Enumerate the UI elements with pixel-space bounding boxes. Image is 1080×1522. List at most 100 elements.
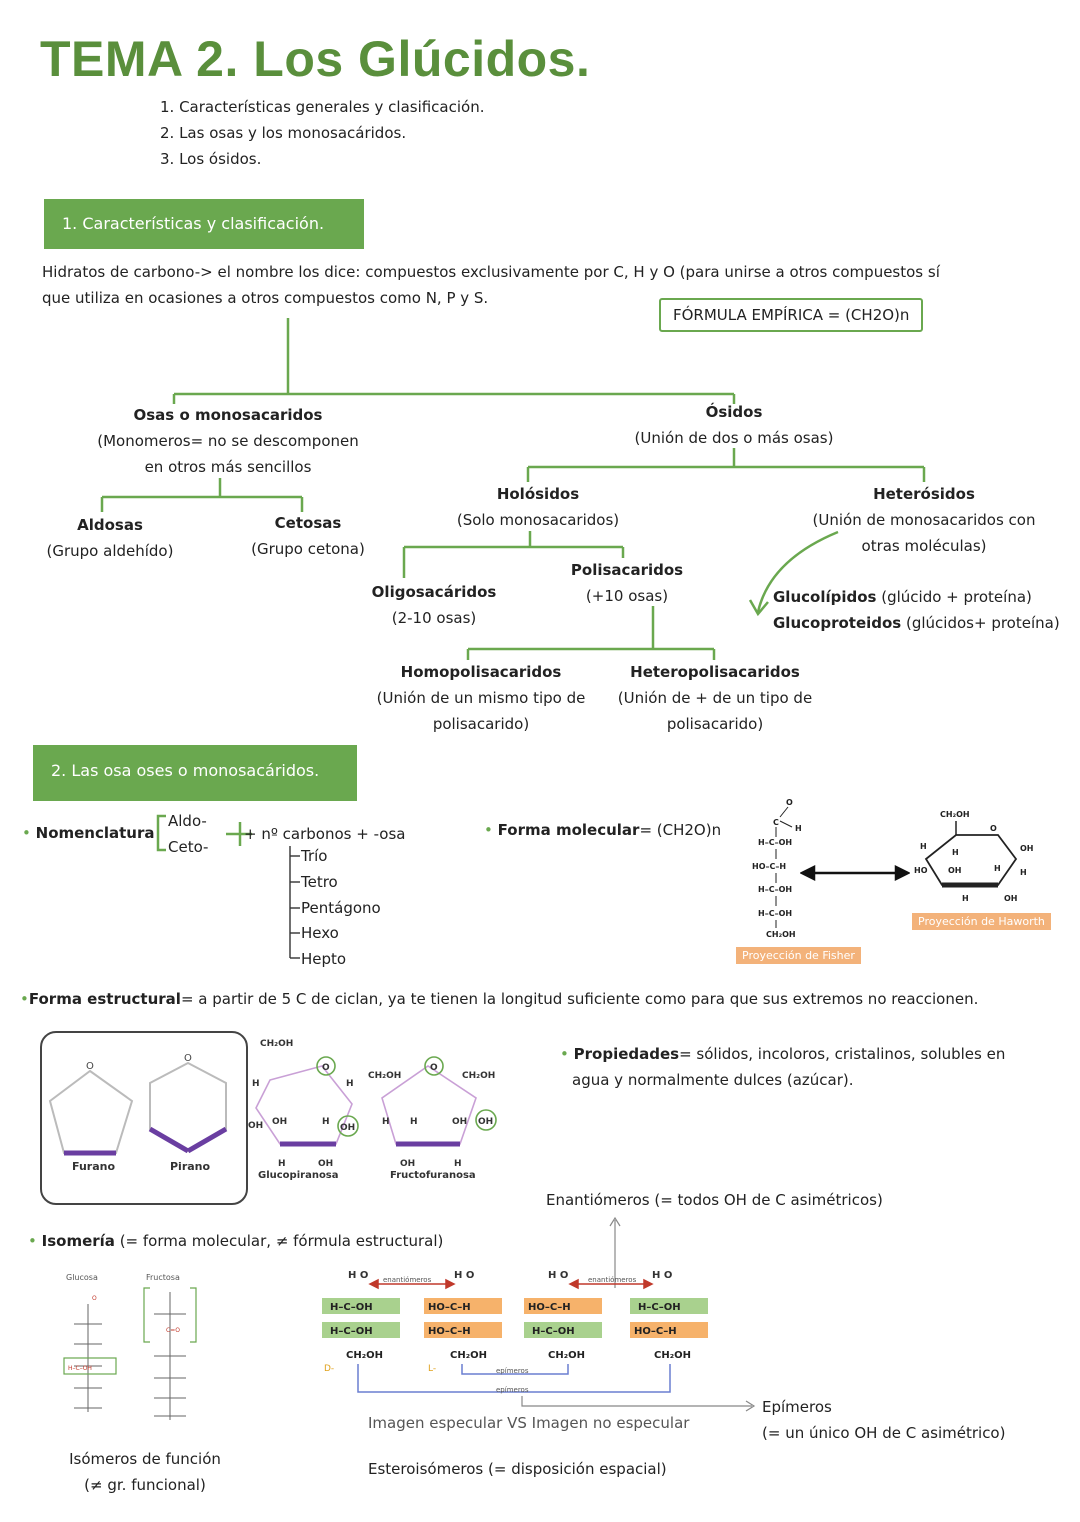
fisher-tag: Proyección de Fisher: [736, 947, 861, 964]
intro-line-1: Hidratos de carbono-> el nombre los dice…: [42, 263, 940, 281]
node-aldosas: Aldosas (Grupo aldehído): [30, 512, 190, 564]
haworth-projection-figure: CH₂OH O OH H H HO OH H H H OH: [914, 810, 1034, 903]
bullet-icon: •: [22, 824, 31, 842]
svg-text:CH₂OH: CH₂OH: [654, 1350, 691, 1361]
node-title: Heteropolisacaridos: [630, 663, 800, 681]
epim-small-label-2: epímeros: [496, 1386, 529, 1394]
glucosa-fructosa-figure: O C=O H–C–OH: [63, 1287, 197, 1420]
node-glucolipidos: Glucolípidos (glúcido + proteína): [773, 584, 1032, 610]
count-tetro: Tetro: [301, 873, 338, 891]
isomeria-text: (= forma molecular, ≠ fórmula estructura…: [114, 1232, 444, 1250]
node-osas: Osas o monosacaridos (Monomeros= no se d…: [78, 402, 378, 480]
forma-molecular: • Forma molecular= (CH2O)n: [484, 817, 721, 843]
bullet-icon: •: [560, 1045, 569, 1063]
node-title: Cetosas: [274, 514, 342, 532]
node-desc: (Unión de + de un tipo de: [617, 689, 813, 707]
svg-text:H: H: [278, 1159, 286, 1169]
svg-text:H O: H O: [348, 1270, 368, 1281]
haworth-tag: Proyección de Haworth: [912, 913, 1051, 930]
bullet-icon: •: [484, 821, 493, 839]
node-desc: (Grupo cetona): [251, 540, 365, 558]
svg-text:H–C–OH: H–C–OH: [758, 885, 792, 894]
toc-item: 1. Características generales y clasifica…: [160, 98, 485, 116]
svg-text:H–C–OH: H–C–OH: [532, 1326, 575, 1337]
furano-label: Furano: [72, 1160, 116, 1173]
section2-banner: 2. Las osa oses o monosacáridos.: [33, 745, 357, 801]
svg-text:H: H: [410, 1117, 418, 1127]
svg-text:OH: OH: [248, 1121, 263, 1131]
svg-text:H O: H O: [454, 1270, 474, 1281]
estereoisomeros-label: Esteroisómeros (= disposición espacial): [368, 1460, 667, 1478]
node-heterosidos: Heterósidos (Unión de monosacaridos con …: [794, 481, 1054, 559]
node-title: Ósidos: [705, 403, 763, 421]
svg-text:O: O: [184, 1053, 192, 1064]
intro-line-2: que utiliza en ocasiones a otros compues…: [42, 289, 489, 307]
stereoisomers-figure: H O H O H O H O H–C–OH H–C–OH HO–C–H HO–…: [322, 1216, 708, 1393]
glucosa-label: Glucosa: [66, 1273, 98, 1282]
svg-text:H: H: [346, 1079, 354, 1089]
svg-text:CH₂OH: CH₂OH: [450, 1350, 487, 1361]
formula-empirica-box: FÓRMULA EMPÍRICA = (CH2O)n: [659, 298, 924, 332]
count-hepto: Hepto: [301, 950, 347, 968]
node-desc: (+10 osas): [585, 587, 669, 605]
svg-text:CH₂OH: CH₂OH: [940, 810, 970, 819]
fructosa-label: Fructosa: [146, 1273, 180, 1282]
svg-text:OH: OH: [318, 1159, 333, 1169]
svg-text:CH₂OH: CH₂OH: [346, 1350, 383, 1361]
svg-text:H: H: [994, 864, 1001, 873]
svg-text:C: C: [773, 818, 779, 827]
node-desc: (Grupo aldehído): [46, 542, 174, 560]
node-desc: (Unión de dos o más osas): [634, 429, 834, 447]
prefix-aldo: Aldo-: [168, 812, 207, 830]
node-holosidos: Holósidos (Solo monosacaridos): [438, 481, 638, 533]
propiedades-text: = sólidos, incoloros, cristalinos, solub…: [679, 1045, 1006, 1063]
svg-text:HO–C–H: HO–C–H: [634, 1326, 677, 1337]
svg-text:OH: OH: [948, 866, 962, 875]
bullet-icon: •: [20, 990, 29, 1008]
svg-text:H O: H O: [548, 1270, 568, 1281]
svg-text:HO–C–H: HO–C–H: [428, 1326, 471, 1337]
epim-small-label-1: epímeros: [496, 1367, 529, 1375]
forma-molecular-value: = (CH2O)n: [639, 821, 722, 839]
svg-text:H: H: [795, 824, 802, 833]
funcion-line-2: (≠ gr. funcional): [84, 1476, 206, 1494]
svg-text:H: H: [952, 848, 959, 857]
propiedades-label: Propiedades: [573, 1045, 680, 1063]
l-label: L-: [428, 1364, 437, 1374]
propiedades-line-2: agua y normalmente dulces (azúcar).: [572, 1071, 854, 1089]
glucopiranosa-label: Glucopiranosa: [258, 1170, 339, 1181]
node-desc: otras moléculas): [861, 537, 987, 555]
svg-text:OH: OH: [452, 1117, 467, 1127]
node-title: Oligosacáridos: [371, 583, 497, 601]
node-homopolisacaridos: Homopolisacaridos (Unión de un mismo tip…: [362, 659, 600, 737]
node-desc: (Monomeros= no se descomponen: [97, 432, 359, 450]
svg-text:OH: OH: [272, 1117, 287, 1127]
node-desc: en otros más sencillos: [144, 458, 312, 476]
double-arrow-icon: [800, 864, 910, 882]
svg-text:O: O: [430, 1063, 438, 1073]
svg-text:O: O: [86, 1061, 94, 1072]
fructofuranosa-label: Fructofuranosa: [390, 1170, 476, 1181]
svg-text:H–C–OH: H–C–OH: [68, 1365, 92, 1372]
svg-text:OH: OH: [1020, 844, 1034, 853]
nomenclatura-label: • Nomenclatura: [22, 820, 155, 846]
node-title: Heterósidos: [873, 485, 975, 503]
forma-estructural-label: Forma estructural: [28, 990, 181, 1008]
isomeria: • Isomería (= forma molecular, ≠ fórmula…: [28, 1228, 443, 1254]
node-oligosacaridos: Oligosacáridos (2-10 osas): [354, 579, 514, 631]
forma-estructural: •Forma estructural= a partir de 5 C de c…: [20, 986, 978, 1012]
epimeros-desc: (= un único OH de C asimétrico): [762, 1424, 1006, 1442]
toc-item: 2. Las osas y los monosacáridos.: [160, 124, 407, 142]
node-desc: (glúcido + proteína): [876, 588, 1032, 606]
svg-text:CH₂OH: CH₂OH: [260, 1039, 293, 1049]
forma-estructural-text: = a partir de 5 C de ciclan, ya te tiene…: [180, 990, 979, 1008]
d-label: D-: [324, 1364, 335, 1374]
page-title: TEMA 2. Los Glúcidos.: [40, 31, 591, 87]
propiedades-line-1: • Propiedades= sólidos, incoloros, crist…: [560, 1041, 1005, 1067]
rings-box: [40, 1031, 248, 1205]
node-desc: (2-10 osas): [391, 609, 477, 627]
node-cetosas: Cetosas (Grupo cetona): [230, 510, 386, 562]
node-desc: (glúcidos+ proteína): [901, 614, 1060, 632]
enant-small-label-1: enantiómeros: [383, 1276, 432, 1284]
toc-item: 3. Los ósidos.: [160, 150, 262, 168]
